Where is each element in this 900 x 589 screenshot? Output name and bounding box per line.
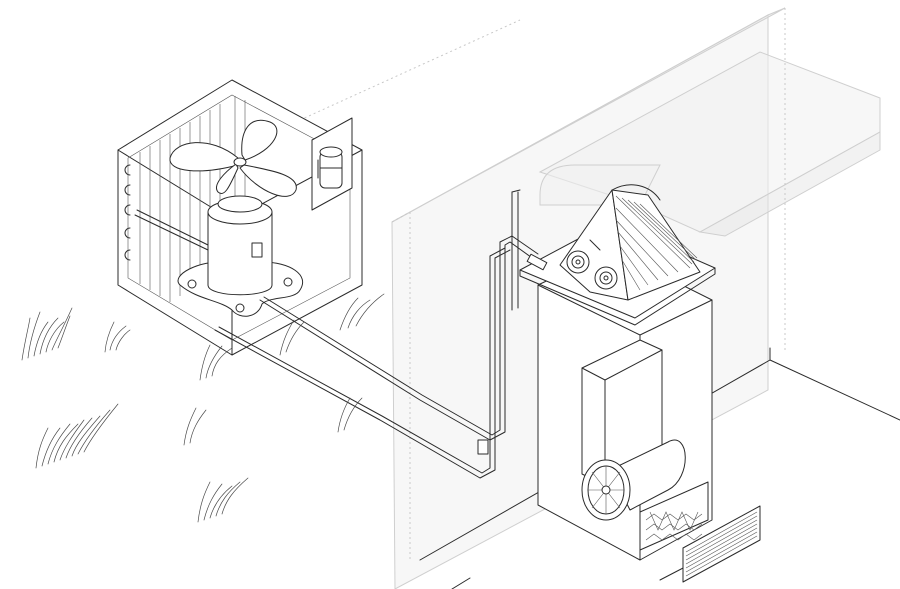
base-bolt [187, 279, 197, 289]
grass-tuft-icon [339, 293, 385, 331]
suction-line [259, 241, 536, 441]
coil-tray-lip [519, 267, 716, 326]
grass-tuft-icon [21, 307, 73, 361]
compressor [207, 195, 273, 296]
grass-tuft-icon [197, 477, 249, 523]
base-bolt [235, 303, 245, 313]
indoor-furnace [519, 184, 716, 561]
a-coil-top-curve [611, 184, 661, 201]
grass [21, 293, 385, 523]
grass-tuft-icon [199, 344, 233, 381]
line-fitting [477, 439, 489, 455]
floor-left-edge [451, 577, 471, 589]
coil-header-icon [594, 266, 618, 290]
liquid-line-edge [218, 247, 506, 474]
coil-return-bends [124, 164, 131, 261]
a-coil-right-face [611, 189, 701, 301]
outdoor-condenser-unit [117, 79, 363, 356]
internal-pipe [134, 214, 209, 251]
refrigerant-lines [214, 189, 539, 479]
blower-assembly [581, 339, 686, 521]
grass-tuft-icon [183, 407, 207, 446]
evaporator-coil [559, 184, 701, 301]
return-vent-icon [682, 505, 761, 583]
grass-tuft-icon [35, 403, 119, 469]
base-bolt [283, 277, 293, 287]
condenser-inner-top [127, 94, 351, 159]
air-filter-icon [639, 481, 709, 551]
furnace-top-edge [537, 284, 641, 336]
grass-tuft-icon [337, 397, 363, 433]
guide-dotted-1 [299, 19, 521, 121]
coil-inlet-fitting [526, 253, 548, 271]
internal-pipe [136, 209, 209, 246]
distributor-tube [589, 239, 601, 251]
coil-header-icon [566, 250, 590, 274]
wall-edge-dotted [391, 211, 411, 223]
supply-duct-side [698, 131, 881, 237]
riser-cap [511, 189, 521, 193]
condenser-fan-icon [169, 119, 297, 197]
grass-tuft-icon [104, 321, 131, 353]
a-coil-fins [615, 195, 698, 291]
accumulator [311, 117, 353, 211]
grass-tuft-icon [279, 319, 305, 356]
terminal-box [251, 242, 263, 258]
liquid-line [214, 249, 511, 479]
furnace-top-edge-2 [639, 299, 713, 336]
